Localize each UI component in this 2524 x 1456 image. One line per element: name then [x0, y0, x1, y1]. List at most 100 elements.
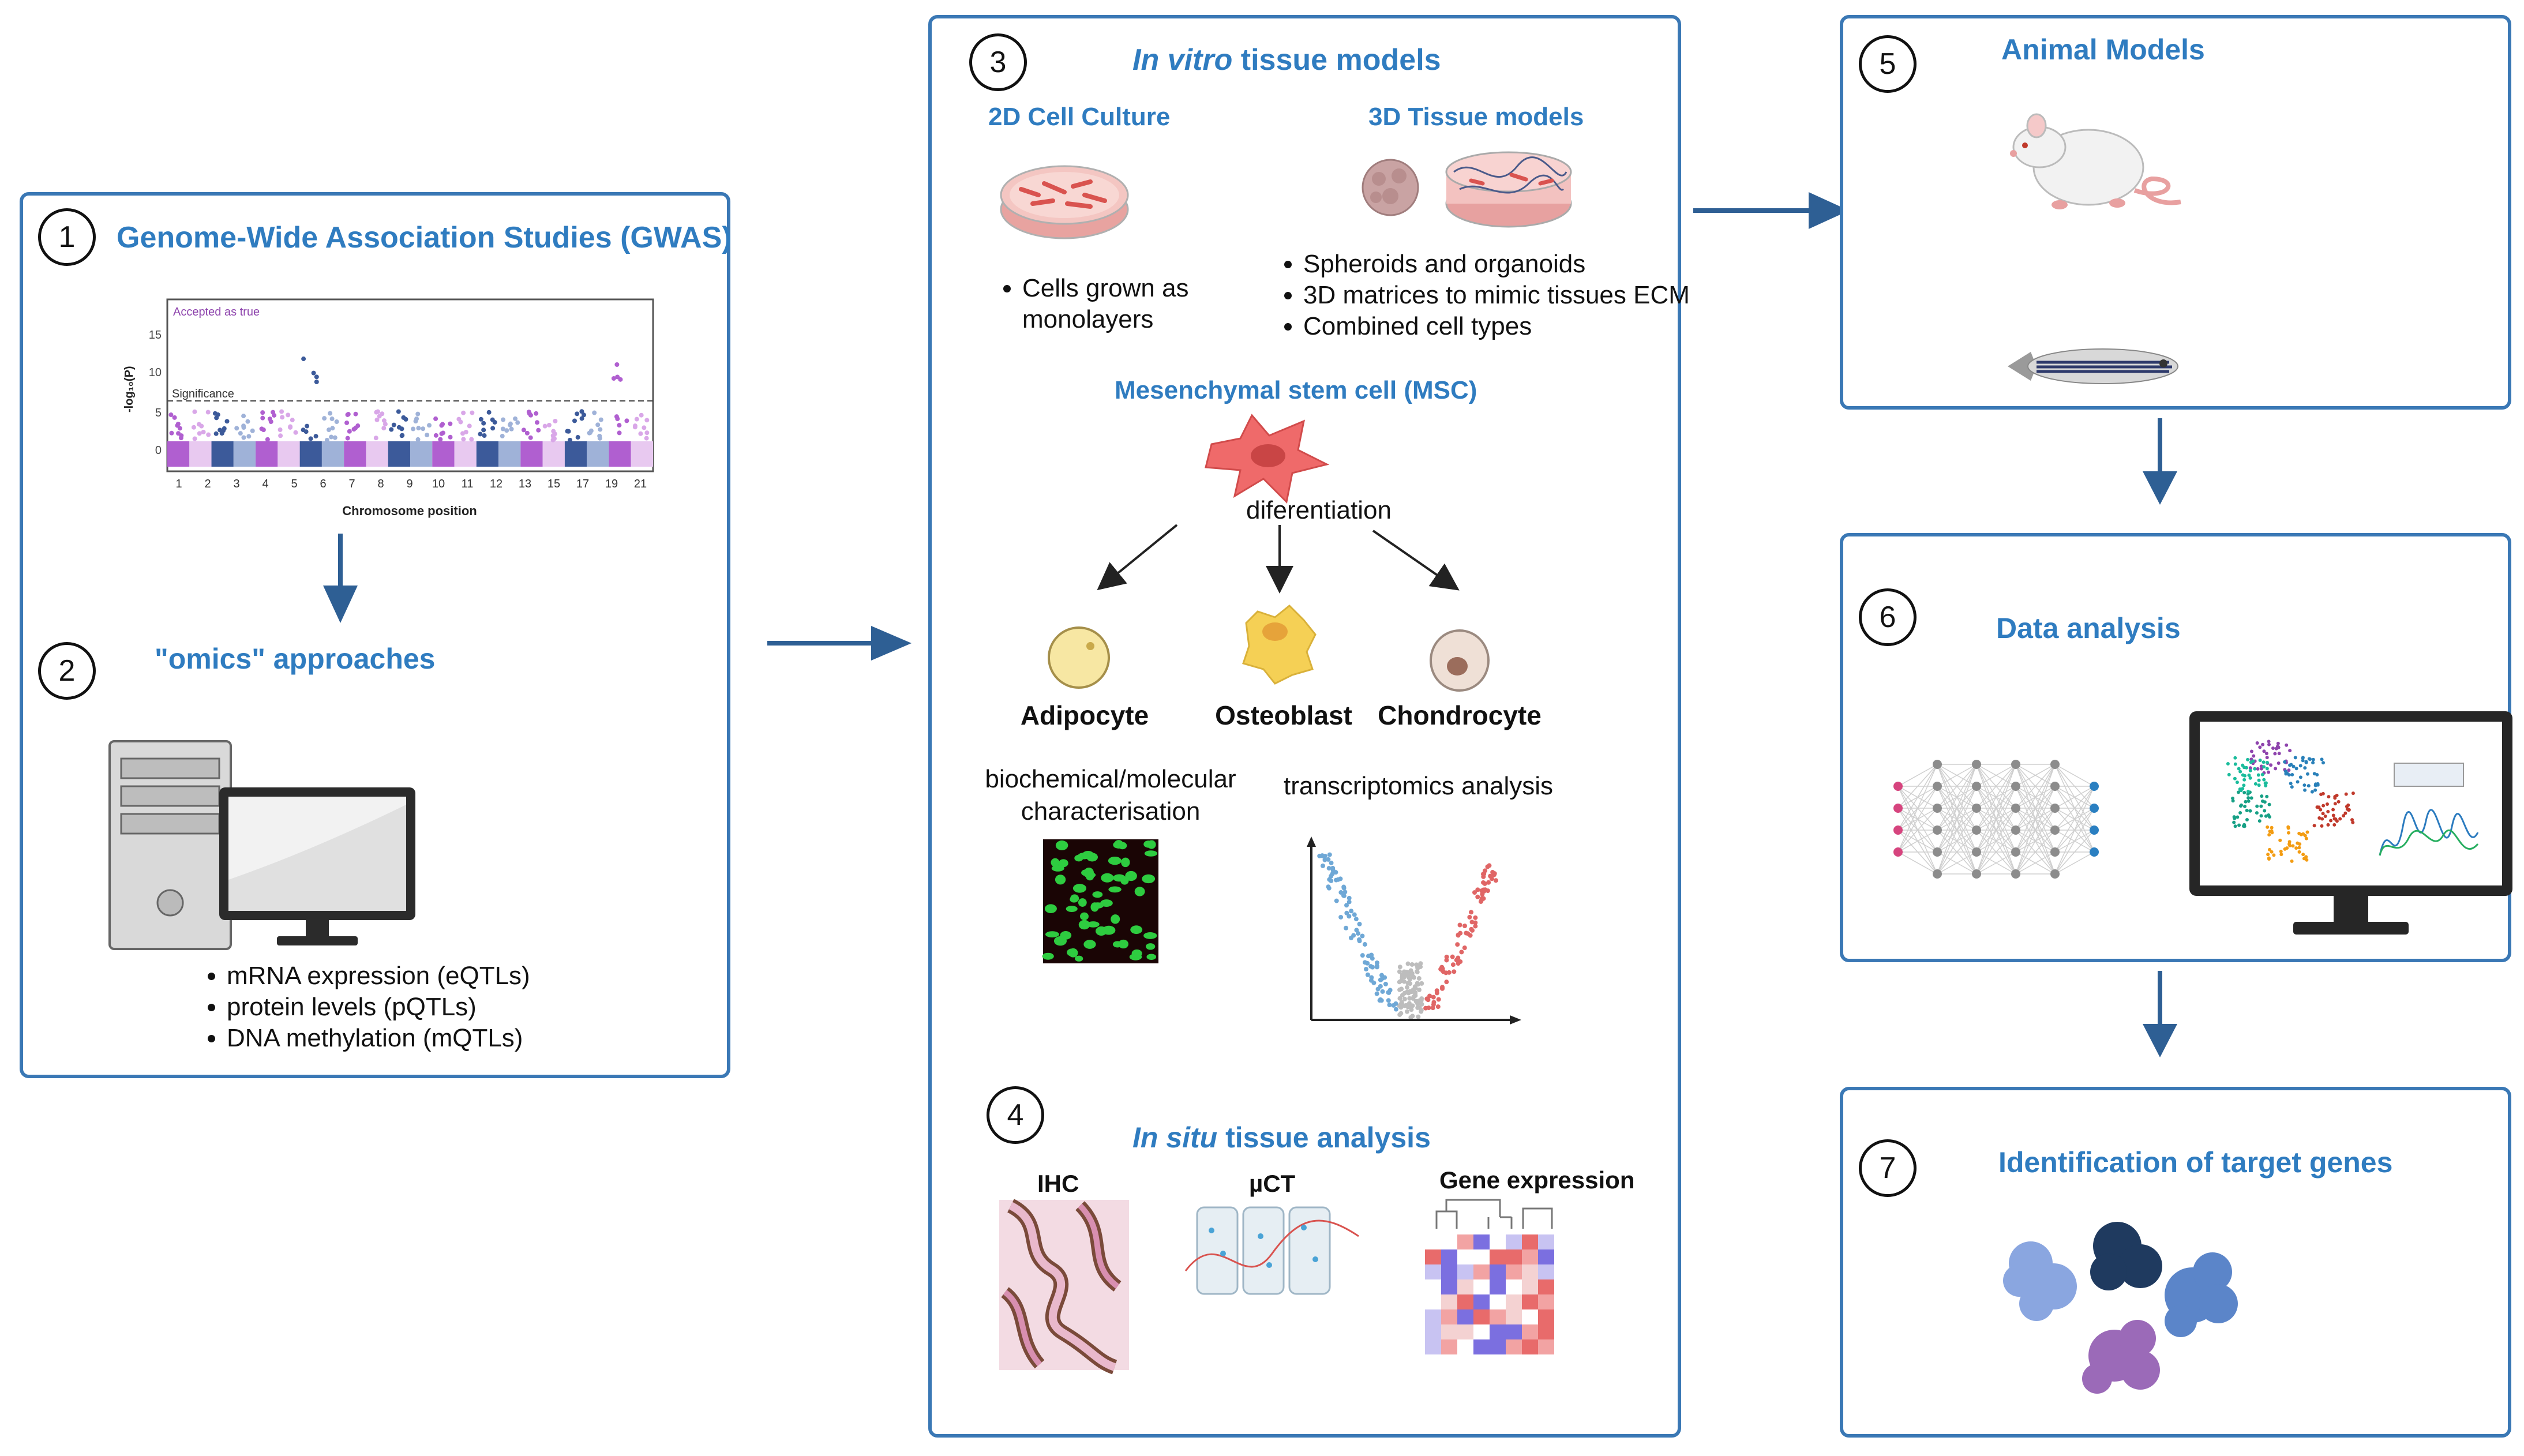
tsne-dot	[2332, 817, 2337, 821]
nn-edge	[2054, 851, 2095, 875]
chondrocyte-label: Chondrocyte	[1378, 700, 1542, 730]
tsne-dot	[2288, 763, 2292, 767]
volcano-dot	[1330, 872, 1335, 877]
tsne-dot	[2248, 809, 2252, 813]
tsne-dot	[2262, 749, 2266, 753]
heatmap-cell	[1425, 1324, 1441, 1339]
nn-node	[1972, 804, 1981, 813]
nn-node	[1893, 782, 1903, 791]
nn-node	[2050, 825, 2060, 835]
tsne-dot	[2267, 770, 2271, 774]
tsne-dot	[2246, 792, 2250, 796]
tsne-dot	[2262, 778, 2266, 782]
volcano-dot	[1344, 910, 1349, 915]
heatmap-cell	[1441, 1309, 1457, 1324]
tsne-dot	[2326, 823, 2330, 827]
manhattan-dot	[259, 426, 264, 431]
volcano-dot	[1397, 996, 1402, 1001]
manhattan-bar	[476, 441, 499, 467]
culture-3d-item: 3D matrices to mimic tissues ECM	[1303, 280, 1707, 311]
heatmap-cell	[1441, 1324, 1457, 1339]
manhattan-dot	[632, 425, 637, 430]
nn-edge	[2054, 786, 2095, 875]
manhattan-dot	[260, 410, 265, 415]
manhattan-dot	[481, 427, 486, 433]
tsne-dot	[2291, 844, 2295, 848]
tsne-dot	[2244, 800, 2248, 804]
nn-edge	[2015, 764, 2056, 787]
tsne-dot	[2252, 754, 2256, 758]
volcano-dot	[1467, 914, 1472, 920]
nn-edge	[2015, 786, 2056, 875]
manhattan-dot	[346, 412, 351, 417]
heatmap-cell	[1457, 1249, 1473, 1264]
fluorescent-cell	[1111, 914, 1120, 924]
tsne-dot	[2247, 796, 2251, 800]
manhattan-dot	[334, 419, 339, 425]
arrow-1-to-2	[323, 534, 358, 623]
tsne-dot	[2265, 760, 2269, 764]
volcano-dot	[1397, 965, 1402, 970]
manhattan-dot	[280, 415, 285, 420]
tsne-dot	[2253, 782, 2257, 786]
fluorescent-cell	[1113, 874, 1126, 882]
tsne-dot	[2231, 799, 2235, 803]
nn-node	[1893, 804, 1903, 813]
volcano-dot	[1399, 1003, 1404, 1008]
manhattan-dot	[478, 416, 483, 422]
heatmap-cell	[1473, 1234, 1490, 1249]
step-6-badge: 6	[1859, 588, 1917, 646]
tsne-dot	[2237, 767, 2241, 771]
culture-2d-item: Cells grown as monolayers	[1022, 273, 1270, 335]
ihc-image-icon	[999, 1199, 1129, 1375]
manhattan-dot	[440, 422, 445, 427]
manhattan-xtick: 2	[204, 478, 211, 490]
volcano-dot	[1408, 1004, 1413, 1010]
volcano-dot	[1456, 955, 1461, 960]
manhattan-dot	[246, 434, 252, 439]
nn-edge	[2015, 764, 2056, 853]
manhattan-xtick: 4	[262, 478, 268, 490]
manhattan-dot	[467, 423, 472, 429]
heatmap-cell	[1538, 1264, 1554, 1279]
manhattan-dots	[168, 357, 650, 442]
tsne-dot	[2332, 823, 2337, 827]
gwas-title: Genome-Wide Association Studies (GWAS)	[117, 221, 732, 254]
manhattan-dot	[504, 428, 509, 433]
manhattan-dot	[177, 426, 182, 431]
manhattan-dot	[305, 423, 310, 429]
manhattan-dot	[301, 357, 306, 362]
nn-node	[1893, 847, 1903, 857]
tsne-dot	[2327, 795, 2331, 799]
volcano-dot	[1386, 990, 1391, 995]
manhattan-dot	[572, 418, 577, 423]
tsne-dot	[2238, 770, 2242, 774]
tsne-dot	[2243, 804, 2247, 808]
tsne-dot	[2266, 853, 2270, 857]
tsne-dot	[2249, 796, 2253, 800]
manhattan-ytick: 10	[149, 366, 162, 379]
fluorescent-cell	[1055, 840, 1068, 851]
tsne-dot	[2335, 793, 2339, 797]
volcano-dot	[1411, 974, 1416, 980]
nn-node	[1933, 804, 1942, 813]
tsne-dot	[2303, 788, 2307, 792]
tsne-dot	[2226, 762, 2230, 766]
manhattan-dot	[217, 427, 223, 433]
tsne-dot	[2294, 767, 2298, 771]
manhattan-ytick: 15	[149, 329, 162, 342]
fluorescent-cell	[1145, 943, 1156, 950]
nn-edge	[1976, 764, 2016, 831]
volcano-dot	[1440, 966, 1445, 971]
manhattan-xtick: 10	[432, 478, 445, 490]
manhattan-xtick: 11	[462, 478, 474, 490]
heatmap-cell	[1490, 1324, 1506, 1339]
manhattan-dot	[381, 418, 387, 423]
volcano-dot	[1468, 910, 1473, 915]
volcano-plot	[1307, 836, 1521, 1025]
heatmap-cell	[1457, 1264, 1473, 1279]
tsne-dot	[2267, 847, 2271, 851]
tsne-dot	[2277, 752, 2281, 756]
manhattan-dot	[500, 433, 505, 438]
manhattan-dot	[279, 409, 284, 414]
